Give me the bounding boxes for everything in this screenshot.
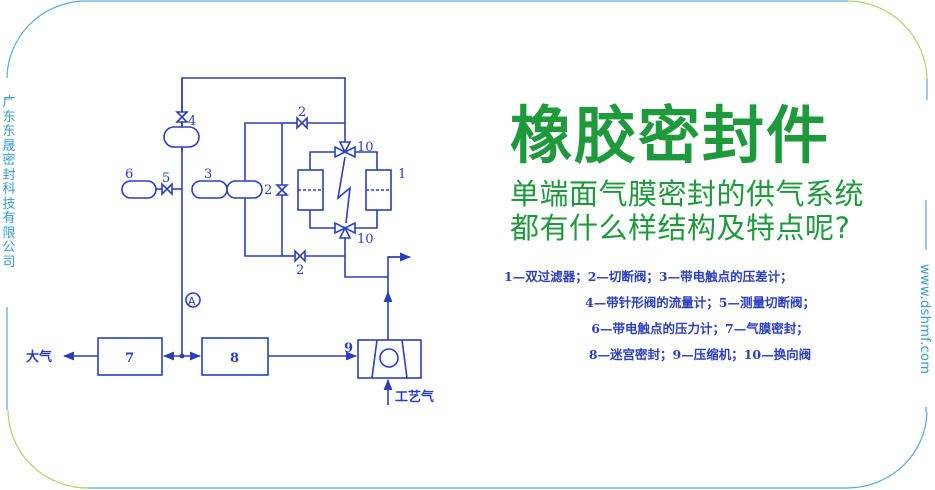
company-char: 东 (2, 109, 16, 125)
atmosphere-label: 大气 (26, 349, 52, 365)
valve-2-mid (275, 184, 289, 196)
website-text: www.dshmf.com (917, 264, 932, 375)
label-5: 5 (162, 171, 170, 186)
changeover-valve-10-top (334, 141, 356, 159)
box-7-label: 7 (125, 351, 134, 366)
valve-4 (175, 111, 189, 123)
legend-line: 4—带针形阀的流量计；5—测量切断阀； (585, 295, 815, 310)
label-4: 4 (188, 114, 196, 129)
label-2-bottom: 2 (296, 263, 304, 278)
component-legend: 1—双过滤器；2—切断阀；3—带电触点的压差计； 4—带针形阀的流量计；5—测量… (500, 264, 900, 368)
diff-gauge-3b (226, 180, 263, 199)
box-8-label: 8 (230, 351, 239, 366)
label-1: 1 (398, 167, 406, 182)
valve-5 (161, 182, 173, 196)
label-3: 3 (204, 167, 212, 182)
company-char: 密 (2, 153, 16, 168)
label-10-bottom: 10 (357, 232, 374, 247)
label-6: 6 (125, 167, 133, 182)
analyzer-circle (185, 292, 201, 308)
legend-line: 8—迷宫密封；9—压缩机；10—换向阀 (588, 347, 812, 362)
valve-2-top (296, 116, 308, 130)
company-char: 晟 (2, 138, 16, 154)
company-char: 限 (2, 225, 16, 241)
legend-line: 1—双过滤器；2—切断阀；3—带电触点的压差计； (504, 269, 793, 284)
box-7-gas-film-seal (97, 337, 163, 376)
company-char: 技 (2, 196, 16, 212)
company-char: 有 (2, 211, 16, 226)
legend-line: 6—带电触点的压力计；7—气膜密封； (591, 321, 809, 336)
page-title: 橡胶密封件 (510, 99, 831, 172)
company-name-vertical: 广 东 东 晟 密 封 科 技 有 限 公 司 (1, 95, 17, 270)
changeover-valve-10-bottom (334, 221, 356, 239)
label-10-top: 10 (357, 140, 374, 155)
subtitle-line-2: 都有什么样结构及特点呢? (510, 211, 851, 245)
subtitle-line-1: 单端面气膜密封的供气系统 (510, 177, 865, 211)
company-char: 科 (2, 182, 16, 197)
label-9: 9 (344, 341, 353, 356)
label-2-top: 2 (298, 105, 306, 120)
company-char: 广 (2, 95, 16, 110)
box-8-labyrinth-seal (201, 337, 269, 376)
company-char: 封 (2, 167, 16, 183)
diff-gauge-3a (191, 180, 228, 199)
website-vertical: www.dshmf.com (912, 264, 932, 394)
label-2-mid: 2 (264, 183, 272, 198)
gas-supply-system-diagram: 4 6 5 3 2 2 2 10 10 1 A 7 8 9 大气 工艺气 (26, 77, 434, 405)
flowmeter-4 (163, 126, 200, 148)
process-gas-label: 工艺气 (395, 389, 434, 405)
analyzer-label: A (188, 295, 196, 308)
pressure-gauge-6 (121, 180, 157, 199)
company-char: 司 (2, 254, 16, 270)
valve-2-bottom (294, 249, 306, 263)
company-char: 公 (2, 240, 16, 255)
company-char: 东 (2, 124, 16, 139)
